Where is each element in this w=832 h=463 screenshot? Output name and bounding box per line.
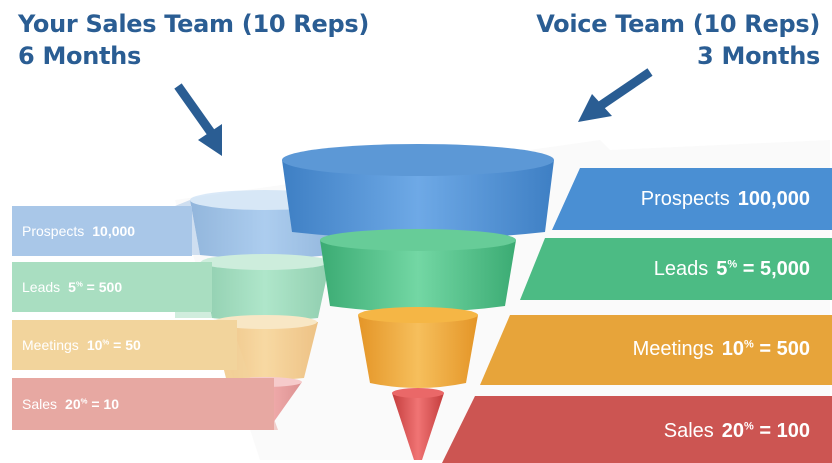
- right-team-heading: Voice Team (10 Reps) 3 Months: [536, 8, 820, 72]
- left-prospects-label: Prospects: [22, 223, 85, 239]
- left-meetings-label: Meetings: [22, 337, 79, 353]
- right-prospects-label: Prospects: [640, 187, 730, 210]
- left-stage-prospects: Prospects 10,000: [12, 206, 192, 256]
- left-prospects-value: 10,000: [92, 223, 136, 239]
- right-prospects-value: 100,000: [737, 187, 810, 210]
- right-leads-value: 5% = 5,000: [716, 257, 810, 280]
- right-leads-label: Leads: [653, 257, 709, 280]
- left-stage-leads: Leads 5% = 500: [12, 262, 212, 312]
- right-stage-sales: Sales 20% = 100: [475, 400, 832, 462]
- right-team-title: Voice Team (10 Reps): [536, 10, 820, 38]
- left-stage-meetings: Meetings 10% = 50: [12, 320, 237, 370]
- left-leads-label: Leads: [22, 279, 61, 295]
- right-funnel: [282, 144, 554, 460]
- left-meetings-value: 10% = 50: [86, 337, 141, 353]
- left-team-title: Your Sales Team (10 Reps): [18, 10, 370, 38]
- left-stage-sales: Sales 20% = 10: [12, 378, 274, 430]
- right-meetings-value: 10% = 500: [721, 337, 810, 360]
- left-team-heading: Your Sales Team (10 Reps) 6 Months: [18, 8, 369, 72]
- right-team-duration: 3 Months: [697, 42, 820, 70]
- right-stage-leads: Leads 5% = 5,000: [545, 238, 832, 300]
- right-sales-value: 20% = 100: [721, 419, 810, 442]
- right-sales-label: Sales: [663, 419, 714, 442]
- right-stage-meetings: Meetings 10% = 500: [510, 318, 832, 380]
- right-stage-prospects: Prospects 100,000: [580, 168, 832, 230]
- left-sales-value: 20% = 10: [65, 396, 119, 412]
- left-sales-label: Sales: [22, 396, 58, 412]
- left-leads-value: 5% = 500: [68, 279, 123, 295]
- left-team-duration: 6 Months: [18, 42, 141, 70]
- right-meetings-label: Meetings: [632, 337, 714, 360]
